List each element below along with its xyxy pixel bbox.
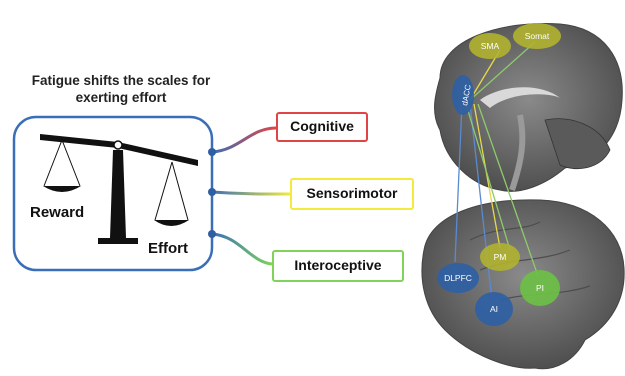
region-sma: [469, 33, 511, 59]
region-dacc: [452, 75, 474, 115]
region-label-somat: Somat: [525, 31, 550, 41]
region-somat: [513, 23, 561, 49]
region-pm: [480, 243, 520, 271]
connector-node-interoceptive: [208, 230, 216, 238]
category-box-sensorimotor: Sensorimotor: [290, 178, 414, 210]
balance-scale-icon: [40, 134, 198, 244]
region-label-dacc: dACC: [460, 84, 473, 107]
connector-sensorimotor: [211, 190, 291, 196]
connector-node-cognitive: [208, 148, 216, 156]
region-ai: [475, 292, 513, 326]
region-label-pm: PM: [494, 252, 507, 262]
region-label-ai: AI: [490, 304, 498, 314]
category-label-cognitive: Cognitive: [290, 118, 354, 134]
connector-interoceptive: [211, 232, 273, 266]
projection-lines: [454, 41, 539, 301]
connector-cognitive: [211, 126, 277, 154]
brain-sagittal-image: [434, 23, 623, 192]
region-dlpfc: [437, 263, 479, 293]
category-box-cognitive: Cognitive: [276, 112, 368, 142]
figure-title: Fatigue shifts the scales for exerting e…: [31, 73, 211, 105]
region-pi: [520, 270, 560, 306]
connector-node-sensorimotor: [208, 188, 216, 196]
category-label-sensorimotor: Sensorimotor: [306, 185, 398, 201]
scale-label-effort: Effort: [148, 240, 188, 257]
scale-label-reward: Reward: [30, 204, 85, 221]
category-label-interoceptive: Interoceptive: [294, 257, 382, 273]
region-label-dlpfc: DLPFC: [444, 273, 472, 283]
category-box-interoceptive: Interoceptive: [272, 250, 404, 282]
region-label-sma: SMA: [481, 41, 500, 51]
region-label-pi: PI: [536, 283, 544, 293]
